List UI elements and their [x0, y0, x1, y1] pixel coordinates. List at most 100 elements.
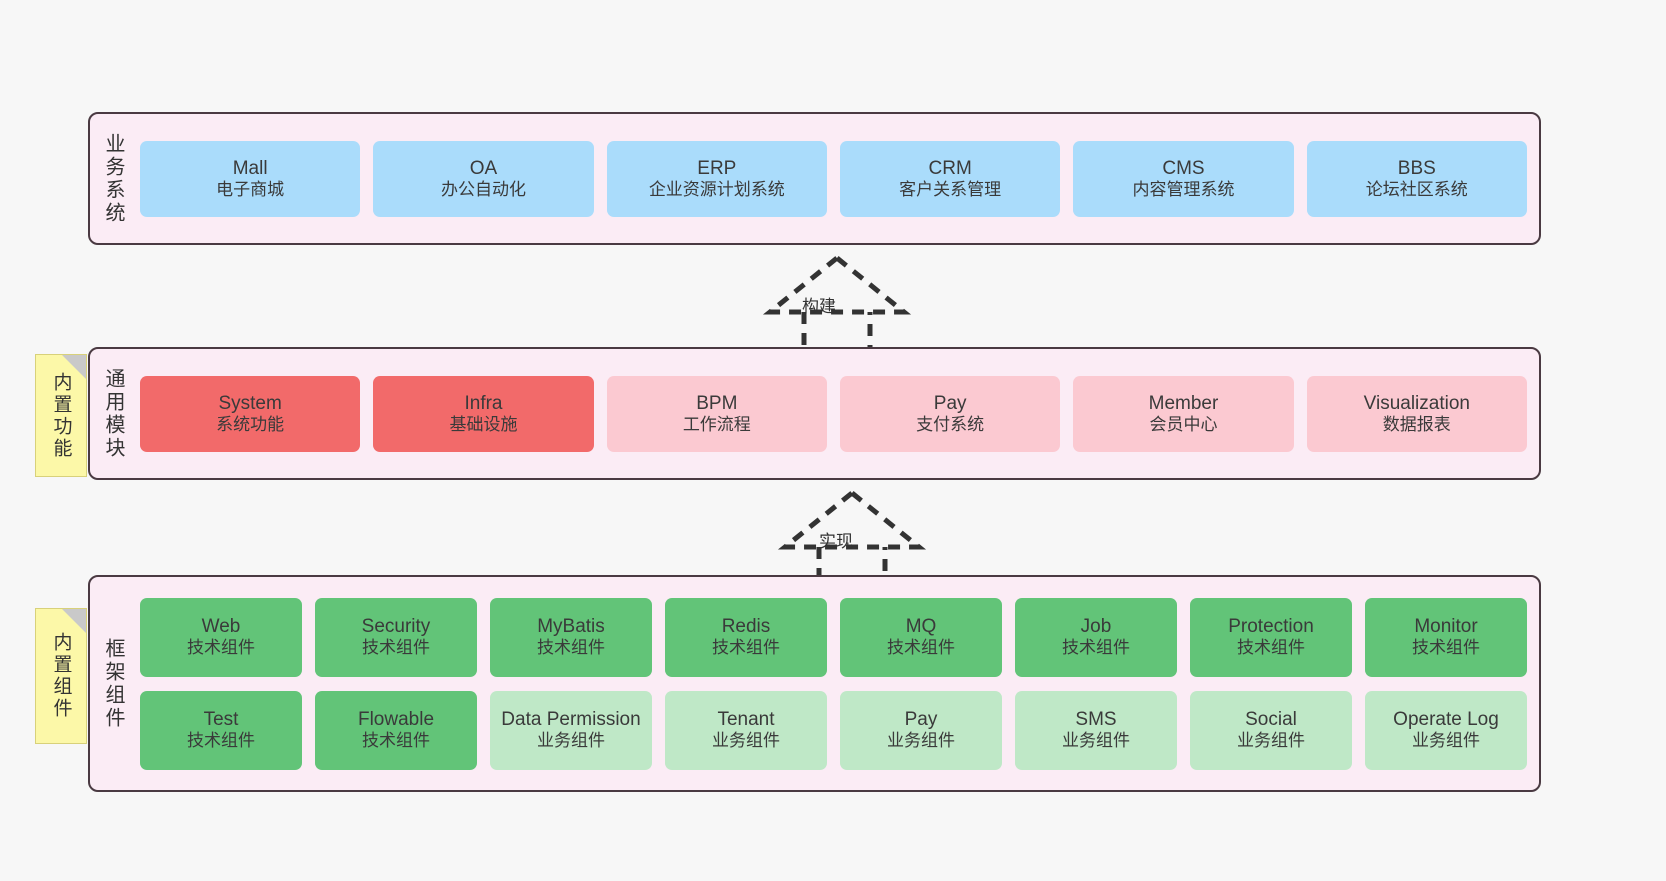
card-title: BBS — [1397, 157, 1436, 179]
layer-title-framework-components: 框架组件 — [102, 637, 124, 730]
card-row: Web 技术组件 Security 技术组件 MyBatis 技术组件 Redi… — [140, 597, 1527, 677]
card-flowable[interactable]: Flowable 技术组件 — [315, 690, 477, 770]
layer-business-system: 业务系统 Mall 电子商城 OA 办公自动化 ERP 企业资源计划系统 CRM… — [88, 112, 1541, 245]
connector-build: 构建 — [742, 250, 932, 360]
card-redis[interactable]: Redis 技术组件 — [665, 597, 827, 677]
card-subtitle: 办公自动化 — [440, 179, 526, 199]
card-subtitle: 技术组件 — [1237, 638, 1305, 658]
card-title: Member — [1148, 392, 1219, 414]
card-mq[interactable]: MQ 技术组件 — [840, 597, 1002, 677]
card-title: Job — [1080, 616, 1112, 638]
card-subtitle: 业务组件 — [537, 731, 605, 751]
card-title: CMS — [1162, 157, 1205, 179]
card-subtitle: 内容管理系统 — [1132, 179, 1235, 199]
card-subtitle: 技术组件 — [1062, 638, 1130, 658]
card-subtitle: 业务组件 — [712, 731, 780, 751]
card-title: Data Permission — [501, 709, 641, 731]
card-subtitle: 业务组件 — [1237, 731, 1305, 751]
layer-body-framework-components: Web 技术组件 Security 技术组件 MyBatis 技术组件 Redi… — [136, 577, 1539, 790]
layer-title-common-modules: 通用模块 — [102, 367, 124, 460]
card-title: Infra — [464, 392, 503, 414]
card-title: CRM — [928, 157, 972, 179]
card-subtitle: 业务组件 — [1412, 731, 1480, 751]
card-subtitle: 业务组件 — [1062, 731, 1130, 751]
card-mybatis[interactable]: MyBatis 技术组件 — [490, 597, 652, 677]
card-member[interactable]: Member 会员中心 — [1073, 375, 1294, 452]
card-security[interactable]: Security 技术组件 — [315, 597, 477, 677]
card-subtitle: 技术组件 — [362, 638, 430, 658]
card-oa[interactable]: OA 办公自动化 — [373, 140, 594, 217]
layer-common-modules: 通用模块 System 系统功能 Infra 基础设施 BPM 工作流程 Pay… — [88, 347, 1541, 480]
card-sms[interactable]: SMS 业务组件 — [1015, 690, 1177, 770]
card-subtitle: 工作流程 — [682, 414, 751, 434]
card-title: OA — [469, 157, 498, 179]
card-subtitle: 基础设施 — [449, 414, 518, 434]
card-title: SMS — [1075, 709, 1117, 731]
card-title: Protection — [1228, 616, 1314, 638]
card-subtitle: 客户关系管理 — [899, 179, 1002, 199]
card-subtitle: 系统功能 — [216, 414, 285, 434]
card-subtitle: 技术组件 — [1412, 638, 1480, 658]
card-title: Pay — [904, 709, 938, 731]
layer-title-business-system: 业务系统 — [102, 132, 124, 225]
card-cms[interactable]: CMS 内容管理系统 — [1073, 140, 1294, 217]
card-operate-log[interactable]: Operate Log 业务组件 — [1365, 690, 1527, 770]
card-crm[interactable]: CRM 客户关系管理 — [839, 140, 1061, 217]
card-title: MyBatis — [537, 616, 605, 638]
card-subtitle: 数据报表 — [1382, 414, 1451, 434]
card-title: Visualization — [1363, 392, 1470, 414]
connector-implement: 实现 — [757, 485, 947, 595]
generalization-arrow-icon — [762, 254, 912, 357]
card-title: Pay — [933, 392, 967, 414]
card-title: BPM — [696, 392, 738, 414]
card-social[interactable]: Social 业务组件 — [1190, 690, 1352, 770]
card-row: System 系统功能 Infra 基础设施 BPM 工作流程 Pay 支付系统… — [140, 375, 1527, 452]
card-mall[interactable]: Mall 电子商城 — [140, 140, 361, 217]
card-pay-business[interactable]: Pay 业务组件 — [840, 690, 1002, 770]
card-subtitle: 业务组件 — [887, 731, 955, 751]
card-title: Mall — [232, 157, 268, 179]
card-subtitle: 技术组件 — [887, 638, 955, 658]
card-title: Tenant — [717, 709, 775, 731]
card-subtitle: 技术组件 — [362, 731, 430, 751]
card-data-permission[interactable]: Data Permission 业务组件 — [490, 690, 652, 770]
card-bbs[interactable]: BBS 论坛社区系统 — [1306, 140, 1527, 217]
card-erp[interactable]: ERP 企业资源计划系统 — [606, 140, 827, 217]
card-title: Test — [203, 709, 239, 731]
card-title: MQ — [905, 616, 937, 638]
card-infra[interactable]: Infra 基础设施 — [373, 375, 594, 452]
card-subtitle: 技术组件 — [537, 638, 605, 658]
card-title: Social — [1245, 709, 1297, 731]
card-protection[interactable]: Protection 技术组件 — [1190, 597, 1352, 677]
card-web[interactable]: Web 技术组件 — [140, 597, 302, 677]
card-subtitle: 技术组件 — [712, 638, 780, 658]
card-subtitle: 电子商城 — [216, 179, 285, 199]
card-pay[interactable]: Pay 支付系统 — [839, 375, 1061, 452]
card-title: Operate Log — [1393, 709, 1499, 731]
card-subtitle: 论坛社区系统 — [1365, 179, 1468, 199]
card-subtitle: 支付系统 — [916, 414, 985, 434]
layer-framework-components: 框架组件 Web 技术组件 Security 技术组件 MyBatis 技术组件… — [88, 575, 1541, 792]
card-title: Monitor — [1414, 616, 1478, 638]
card-job[interactable]: Job 技术组件 — [1015, 597, 1177, 677]
connector-label-implement: 实现 — [819, 532, 853, 551]
layer-body-common-modules: System 系统功能 Infra 基础设施 BPM 工作流程 Pay 支付系统… — [136, 349, 1539, 478]
sticky-note-builtin-components: 内置组件 — [35, 608, 87, 744]
card-bpm[interactable]: BPM 工作流程 — [606, 375, 827, 452]
card-title: System — [218, 392, 282, 414]
card-visualization[interactable]: Visualization 数据报表 — [1306, 375, 1527, 452]
card-title: Web — [201, 616, 241, 638]
card-title: ERP — [697, 157, 737, 179]
card-system[interactable]: System 系统功能 — [140, 375, 361, 452]
sticky-note-builtin-features: 内置功能 — [35, 354, 87, 477]
card-subtitle: 技术组件 — [187, 731, 255, 751]
card-tenant[interactable]: Tenant 业务组件 — [665, 690, 827, 770]
card-monitor[interactable]: Monitor 技术组件 — [1365, 597, 1527, 677]
card-title: Redis — [721, 616, 771, 638]
card-subtitle: 企业资源计划系统 — [648, 179, 785, 199]
card-test[interactable]: Test 技术组件 — [140, 690, 302, 770]
card-subtitle: 技术组件 — [187, 638, 255, 658]
card-subtitle: 会员中心 — [1149, 414, 1218, 434]
card-row: Mall 电子商城 OA 办公自动化 ERP 企业资源计划系统 CRM 客户关系… — [140, 140, 1527, 217]
